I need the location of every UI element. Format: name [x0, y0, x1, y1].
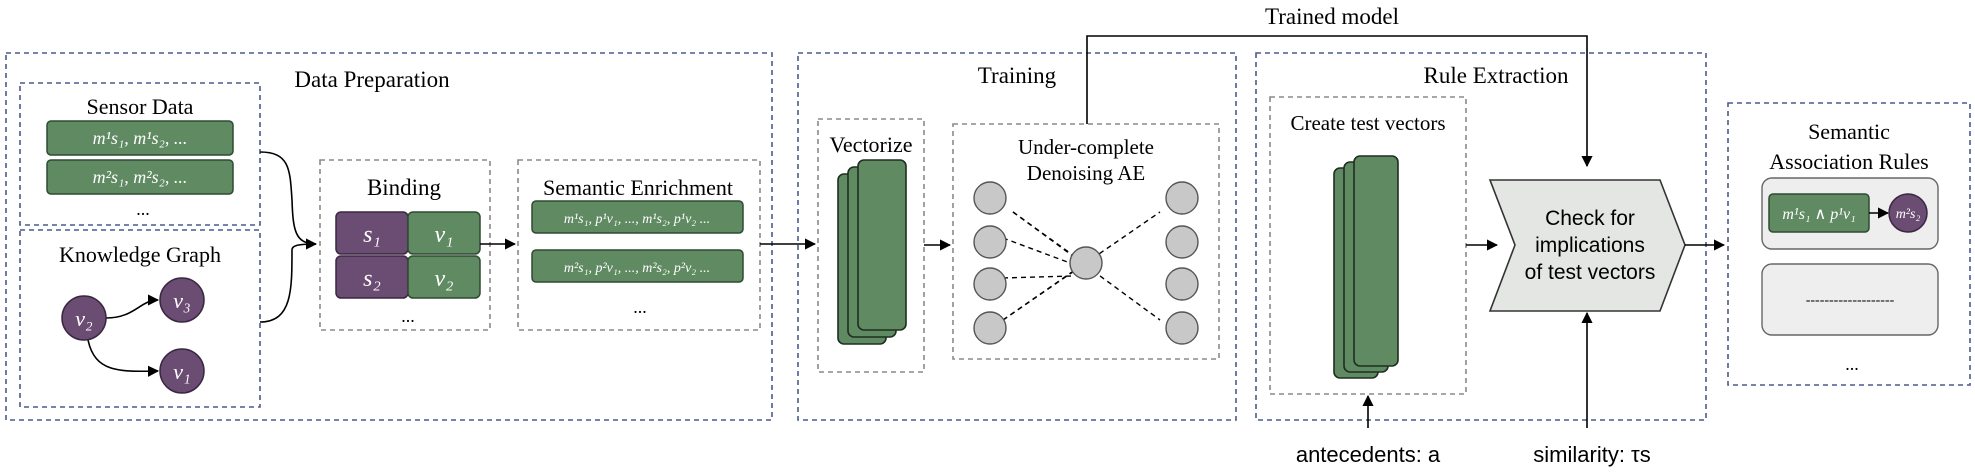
semantic-enrichment-title: Semantic Enrichment [543, 175, 733, 200]
knowledge-graph-title: Knowledge Graph [59, 242, 221, 267]
nn-input-neuron-1 [973, 181, 1007, 215]
training-panel: Training Vectorize Under-complete Denois… [797, 52, 1237, 421]
semantic-rules-title-line2: Association Rules [1769, 149, 1929, 174]
binding-cell-v1-label: v₁ [435, 222, 454, 248]
sensor-data-item-1-box [46, 120, 234, 156]
rule-antecedent-label: m¹s₁ ∧ p¹v₁ [1782, 206, 1855, 223]
rule-consequent-label: m²s₂ [1896, 207, 1921, 222]
nn-output-neuron-3 [1165, 267, 1199, 301]
kg-node-v3 [159, 277, 205, 323]
rule-card-2 [1761, 263, 1939, 336]
binding-title: Binding [367, 175, 442, 200]
semantic-rules-title-line1: Semantic [1808, 119, 1890, 144]
sensor-data-item-2-box [46, 159, 234, 195]
nn-input-neuron-3 [973, 267, 1007, 301]
binding-border [319, 159, 491, 331]
binding-cell-s2-label: s₂ [363, 266, 381, 292]
binding-box: Binding s₁ v₁ s₂ v₂ ... [319, 159, 491, 331]
antecedents-label: antecedents: a [1296, 442, 1441, 467]
binding-cell-s1-label: s₁ [363, 222, 381, 248]
sensor-data-ellipsis: ... [136, 199, 150, 219]
data-preparation-panel: Data Preparation Sensor Data m¹s₁, m¹s₂,… [5, 52, 773, 421]
kg-node-v2-label: v₂ [75, 306, 93, 331]
semantic-enrichment-ellipsis: ... [633, 297, 647, 317]
semantic-enrichment-item-1: m¹s₁, p¹v₁, ..., m¹s₂, p¹v₂ ... [564, 212, 710, 227]
kg-edge-v2-v3 [105, 294, 160, 319]
rule-extraction-title: Rule Extraction [1424, 63, 1569, 88]
rule-extraction-border [1255, 52, 1707, 421]
sensor-data-item-1: m¹s₁, m¹s₂, ... [93, 128, 188, 148]
vector-stack-1 [857, 159, 907, 331]
semantic-enrichment-box: Semantic Enrichment m¹s₁, p¹v₁, ..., m¹s… [517, 159, 761, 331]
nn-input-neuron-2 [973, 225, 1007, 259]
kg-node-v2 [61, 295, 107, 341]
sensor-data-border [19, 82, 261, 226]
kg-node-v1-label: v₁ [173, 359, 190, 384]
semantic-enrichment-item-1-box [531, 200, 744, 234]
create-test-vectors-box: Create test vectors [1269, 96, 1467, 395]
similarity-label: similarity: τs [1533, 442, 1650, 467]
semantic-rules-border [1727, 102, 1971, 386]
data-preparation-border [5, 52, 773, 421]
nn-edge-in3-mid [1002, 237, 1071, 264]
kg-node-v1 [159, 348, 205, 394]
edge-kg-to-binding [259, 238, 318, 323]
knowledge-graph-border [19, 229, 261, 408]
check-implications-shape: Check for implications of test vectors [1488, 179, 1686, 312]
nn-bottleneck-neuron [1069, 246, 1103, 280]
nn-edge-cross-2 [1002, 211, 1161, 321]
sensor-data-title: Sensor Data [87, 94, 194, 119]
semantic-enrichment-item-2-box [531, 249, 744, 283]
binding-ellipsis: ... [401, 306, 415, 326]
edge-sensor-to-binding [259, 151, 317, 245]
knowledge-graph-box: Knowledge Graph v₂ v₃ v₁ [19, 229, 261, 408]
nn-edge-in4-mid [1002, 275, 1073, 279]
check-implications-arrow-shape [1488, 179, 1686, 312]
binding-cell-v2 [407, 255, 481, 299]
sensor-data-box: Sensor Data m¹s₁, m¹s₂, ... m²s₁, m²s₂, … [19, 82, 261, 226]
training-title: Training [978, 63, 1057, 88]
rule-extraction-panel: Rule Extraction Create test vectors Chec… [1255, 52, 1707, 421]
binding-cell-v2-label: v₂ [435, 266, 454, 292]
binding-cell-v1 [407, 211, 481, 255]
sensor-data-item-2: m²s₁, m²s₂, ... [93, 167, 188, 187]
autoencoder-title-line1: Under-complete [1018, 135, 1154, 159]
rule-consequent-node [1888, 193, 1928, 233]
autoencoder-title-line2: Denoising AE [1027, 161, 1145, 185]
semantic-enrichment-item-2: m²s₁, p²v₁, ..., m²s₂, p²v₂ ... [564, 261, 710, 276]
check-implications-line2: implications [1535, 234, 1645, 257]
autoencoder-box: Under-complete Denoising AE [952, 123, 1220, 360]
semantic-enrichment-border [517, 159, 761, 331]
kg-edge-v2-v1 [87, 339, 160, 377]
test-vector-stack-1 [1353, 155, 1399, 367]
nn-output-neuron-1 [1165, 181, 1199, 215]
data-preparation-title: Data Preparation [294, 67, 450, 92]
edge-trained-model [1086, 35, 1593, 168]
kg-node-v3-label: v₃ [173, 288, 190, 313]
semantic-rules-ellipsis: ... [1845, 354, 1859, 374]
vectorize-box: Vectorize [817, 118, 925, 373]
create-test-vectors-title: Create test vectors [1290, 111, 1445, 135]
check-implications-line1: Check for [1545, 207, 1635, 230]
nn-output-neuron-2 [1165, 225, 1199, 259]
semantic-rules-panel: Semantic Association Rules m¹s₁ ∧ p¹v₁ m… [1727, 102, 1971, 386]
nn-output-neuron-4 [1165, 311, 1199, 345]
check-implications-line3: of test vectors [1525, 261, 1656, 284]
autoencoder-border [952, 123, 1220, 360]
training-border [797, 52, 1237, 421]
nn-input-neuron-4 [973, 311, 1007, 345]
trained-model-label: Trained model [1265, 4, 1399, 29]
vectorize-title: Vectorize [829, 132, 912, 157]
rule-card-2-placeholder: ------------------- [1806, 293, 1895, 308]
